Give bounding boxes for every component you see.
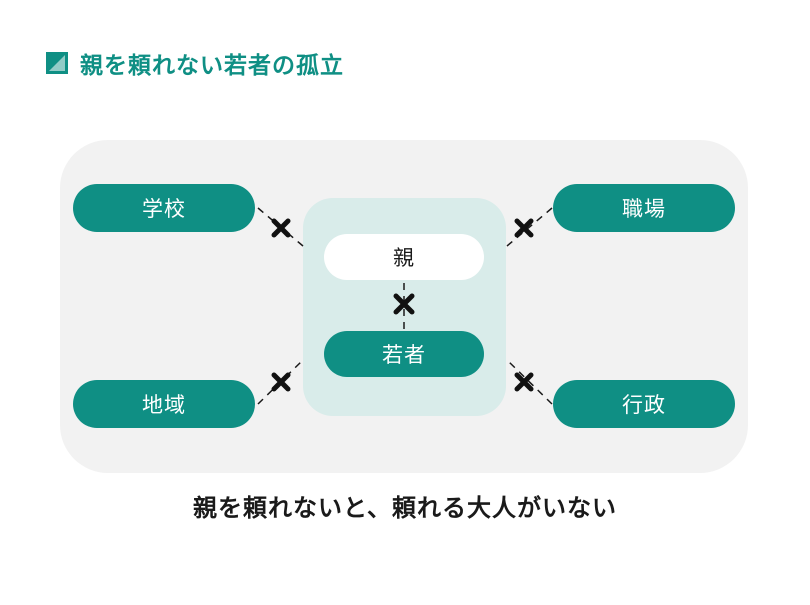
broken-link-x-mark-icon-top-right [514, 218, 534, 238]
page-title: 親を頼れない若者の孤立 [80, 53, 344, 79]
node-government: 行政 [553, 380, 735, 428]
caption: 親を頼れないと、頼れる大人がいない [192, 494, 618, 522]
node-workplace: 職場 [553, 184, 735, 232]
node-parent: 親 [324, 234, 484, 280]
node-school: 学校 [73, 184, 255, 232]
node-community: 地域 [73, 380, 255, 428]
connector-bottom-right [506, 359, 553, 405]
broken-link-x-mark-icon-center [393, 293, 415, 315]
page-header: 親を頼れない若者の孤立 [46, 48, 344, 79]
connector-top-right [506, 207, 553, 247]
section-square-icon [46, 52, 68, 74]
broken-link-x-mark-icon-bottom-right [514, 372, 534, 392]
broken-link-x-mark-icon-bottom-left [271, 372, 291, 392]
broken-link-x-mark-icon-top-left [271, 218, 291, 238]
node-youth: 若者 [324, 331, 484, 377]
